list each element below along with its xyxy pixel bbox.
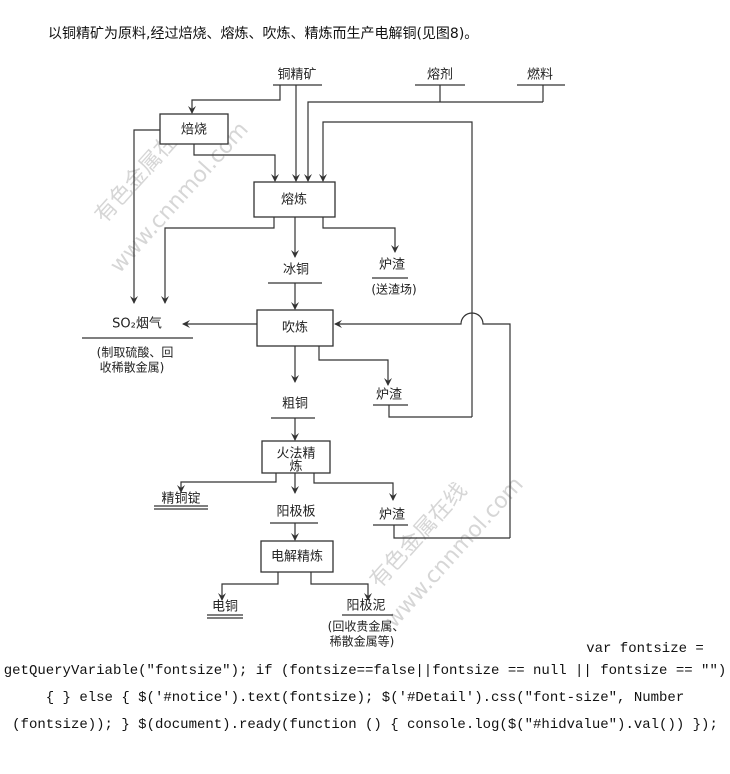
slag-label-3: 炉渣 [379, 508, 405, 523]
fire-refining-box [261, 440, 331, 474]
anode-plate-label: 阳极板 [276, 505, 315, 520]
cathode-copper-label: 电铜 [212, 600, 238, 615]
slag-note-1: (送渣场) [371, 282, 416, 297]
slag-label-1: 炉渣 [379, 258, 405, 273]
anode-slime-note-line1: (回收贵金属、 [328, 619, 405, 634]
electrolytic-refining-box [260, 540, 334, 573]
fire-refining-label-line2: 炼 [289, 460, 302, 475]
input-flux: 熔剂 [427, 68, 453, 83]
fire-refining-label-line1: 火法精 [276, 447, 315, 462]
so2-note-line2: 收稀散金属) [100, 360, 165, 375]
roasting-label: 焙烧 [181, 123, 207, 138]
matte-label: 冰铜 [283, 263, 309, 278]
smelting-label: 熔炼 [281, 193, 307, 208]
roasting-box [159, 113, 229, 145]
code-line-1: var fontsize = [586, 641, 704, 657]
smelting-box [253, 181, 336, 218]
refined-ingot-label: 精铜锭 [161, 492, 200, 507]
input-copper-concentrate: 铜精矿 [277, 68, 316, 83]
intro-paragraph: 以铜精矿为原料,经过焙烧、熔炼、吹炼、精炼而生产电解铜(见图8)。 [48, 26, 479, 42]
so2-gas-label: SO₂烟气 [112, 316, 162, 332]
code-line-4: (fontsize)); } $(document).ready(functio… [12, 717, 718, 733]
slag-label-2: 炉渣 [376, 388, 402, 403]
so2-note-line1: (制取硫酸、回 [97, 345, 174, 360]
anode-slime-label: 阳极泥 [346, 599, 385, 614]
code-line-3: { } else { $('#notice').text(fontsize); … [45, 690, 685, 706]
electrolytic-refining-label: 电解精炼 [271, 550, 323, 565]
converting-label: 吹炼 [282, 321, 308, 336]
flow-lines [82, 84, 565, 619]
input-fuel: 燃料 [527, 67, 553, 83]
anode-slime-note-line2: 稀散金属等) [330, 634, 395, 649]
code-line-2: getQueryVariable("fontsize"); if (fontsi… [3, 663, 727, 679]
converting-box [256, 309, 334, 347]
blister-copper-label: 粗铜 [282, 397, 308, 412]
